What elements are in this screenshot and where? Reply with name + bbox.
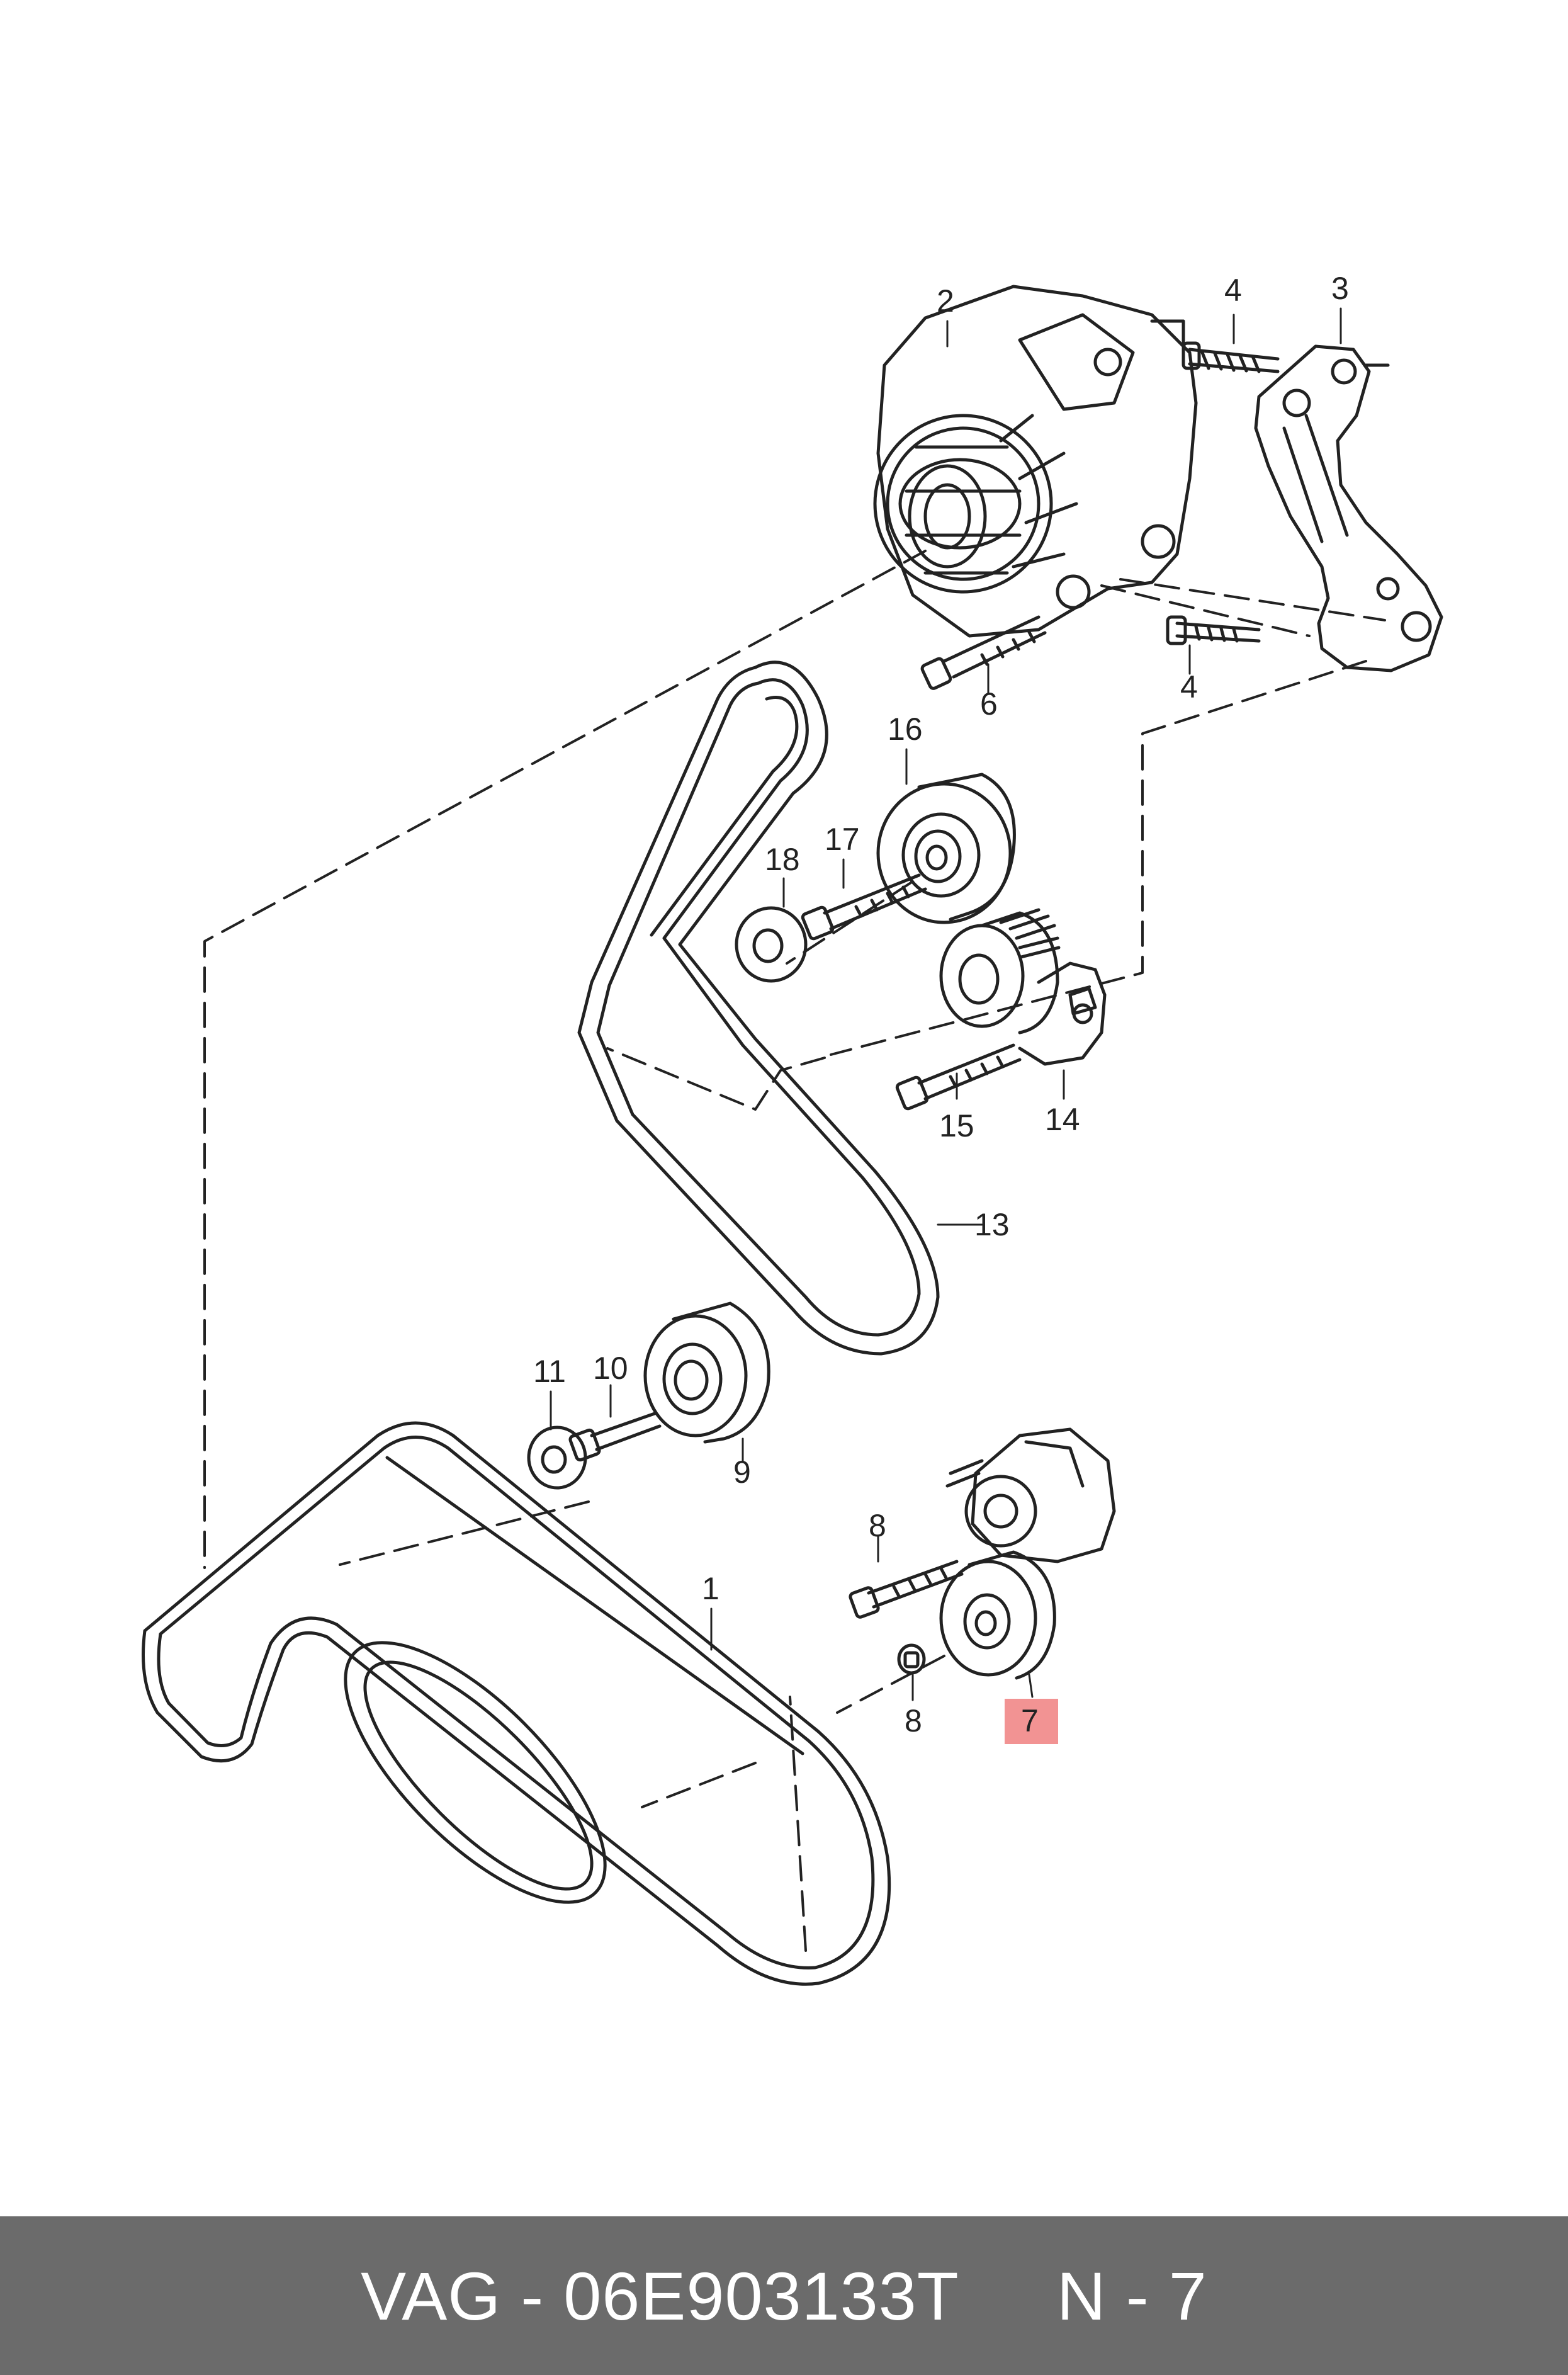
callout-7: 7 (1021, 1703, 1039, 1738)
washer-11 (527, 1426, 587, 1490)
washer-18 (735, 906, 808, 983)
mounting-bracket (1254, 344, 1443, 672)
footer-brand: VAG (361, 2257, 502, 2334)
callout-17: 17 (825, 822, 860, 857)
footer-position-label: N - 7 (1056, 2257, 1207, 2334)
bolt-4-lower (1166, 615, 1261, 645)
assembly-guide-lines (203, 550, 1386, 1952)
footer-separator: - (501, 2257, 564, 2334)
callout-4-lower: 4 (1180, 669, 1198, 705)
callout-3: 3 (1331, 271, 1349, 306)
bolt-6 (920, 615, 1047, 690)
callout-11: 11 (533, 1354, 566, 1389)
bolt-8-upper (849, 1560, 964, 1619)
callout-1: 1 (702, 1571, 719, 1606)
callout-16: 16 (888, 711, 923, 747)
callout-leaders (550, 307, 1342, 1701)
callout-9: 9 (733, 1454, 751, 1490)
callout-18: 18 (765, 842, 800, 877)
highlight-box-7 (1005, 1699, 1058, 1744)
bolt-8-lower (897, 1643, 926, 1675)
ribbed-belt-13 (577, 660, 940, 1356)
bolt-4-upper (1182, 341, 1280, 373)
callout-8-upper: 8 (869, 1508, 886, 1543)
footer-spacer (959, 2257, 1057, 2335)
callout-13: 13 (974, 1207, 1010, 1242)
callout-10: 10 (593, 1351, 628, 1386)
callout-4-upper: 4 (1224, 273, 1242, 308)
bolt-17 (801, 873, 927, 941)
callout-14: 14 (1045, 1102, 1080, 1137)
callout-8-lower: 8 (905, 1703, 922, 1738)
bolt-15 (895, 1043, 1022, 1111)
parts-diagram: 2 4 3 4 6 16 17 18 15 14 13 11 10 9 1 8 … (142, 271, 1443, 1986)
tensioner-14 (939, 908, 1107, 1066)
alternator (873, 285, 1198, 638)
callout-15: 15 (939, 1108, 974, 1143)
callout-6: 6 (980, 686, 998, 722)
callout-2: 2 (937, 283, 954, 319)
tensioner-7 (939, 1427, 1116, 1680)
part-info-footer: VAG - 06E903133T N - 7 (0, 2216, 1568, 2375)
callout-numbers: 2 4 3 4 6 16 17 18 15 14 13 11 10 9 1 8 … (533, 271, 1349, 1738)
idler-pulley-16 (876, 773, 1016, 924)
idler-pulley-9 (643, 1301, 770, 1444)
bolt-10 (568, 1412, 662, 1462)
ribbed-belt-1 (142, 1421, 891, 1986)
footer-part-number: 06E903133T (563, 2257, 959, 2334)
